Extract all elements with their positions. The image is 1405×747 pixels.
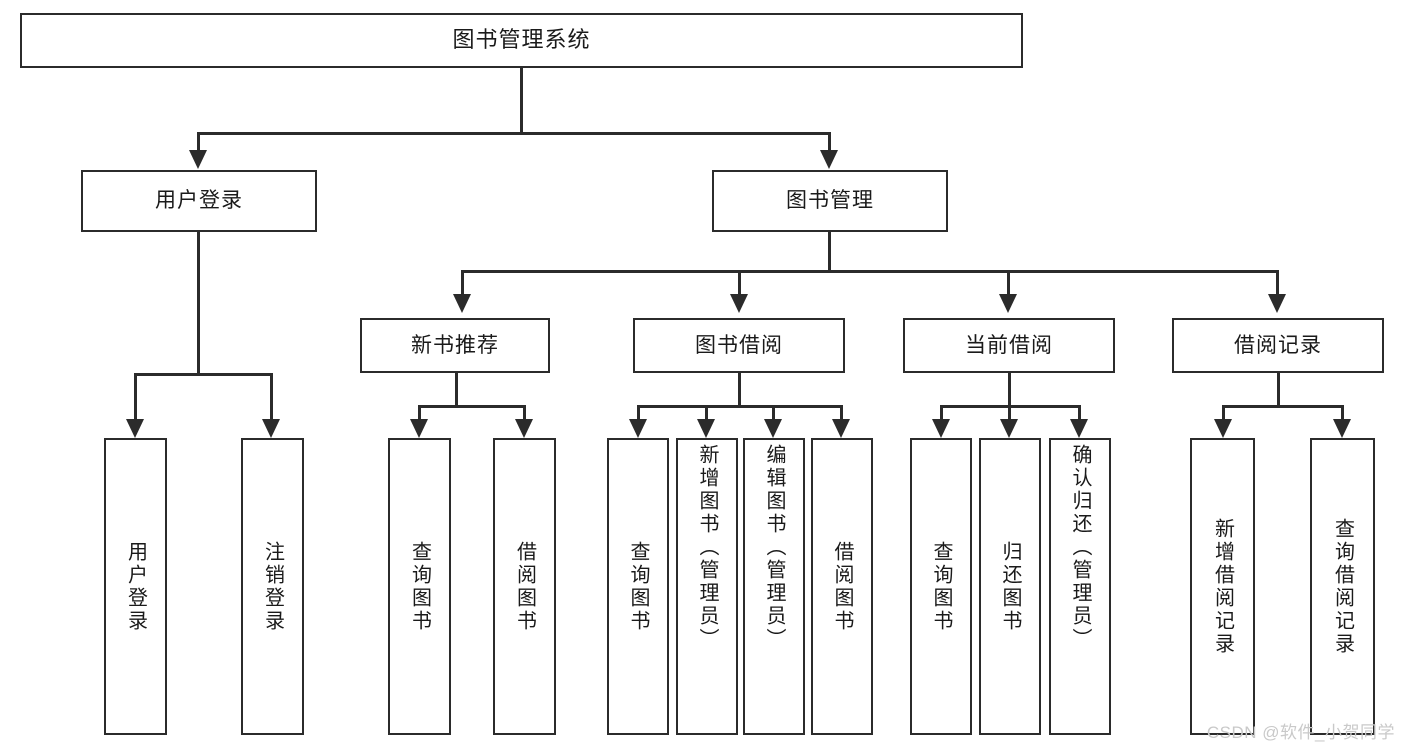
edge-bookmgmt-bar <box>461 270 1279 273</box>
arrow-down-icon <box>126 419 144 438</box>
edge-newbook-bar <box>418 405 526 408</box>
edge-records-bar <box>1222 405 1344 408</box>
node-book-borrow[interactable]: 图书借阅 <box>633 318 845 373</box>
leaf-query-book-current[interactable]: 查询图书 <box>910 438 972 735</box>
node-user-login[interactable]: 用户登录 <box>81 170 317 232</box>
edge-borrow-to-leaf7 <box>772 405 775 421</box>
edge-borrow-bar <box>637 405 842 408</box>
arrow-down-icon <box>1070 419 1088 438</box>
edge-newbook-to-leaf4 <box>523 405 526 421</box>
edge-bookmgmt-to-current <box>1007 270 1010 296</box>
arrow-down-icon <box>515 419 533 438</box>
edge-current-to-leaf9 <box>940 405 943 421</box>
arrow-down-icon <box>1000 419 1018 438</box>
edge-login-to-leaf1 <box>134 373 137 421</box>
edge-login-stem <box>197 232 200 373</box>
edge-current-to-leaf11 <box>1078 405 1081 421</box>
leaf-confirm-return-admin[interactable]: 确认归还（管理员） <box>1049 438 1111 735</box>
node-new-book-recommend[interactable]: 新书推荐 <box>360 318 550 373</box>
edge-records-to-leaf13 <box>1341 405 1344 421</box>
leaf-return-book[interactable]: 归还图书 <box>979 438 1041 735</box>
arrow-down-icon <box>697 419 715 438</box>
edge-login-to-leaf2 <box>270 373 273 421</box>
leaf-add-book-admin[interactable]: 新增图书（管理员） <box>676 438 738 735</box>
edge-login-bar <box>134 373 273 376</box>
arrow-down-icon <box>764 419 782 438</box>
leaf-borrow-book-recommend[interactable]: 借阅图书 <box>493 438 556 735</box>
edge-root-to-bookmgmt <box>828 132 831 152</box>
arrow-down-icon <box>1268 294 1286 313</box>
edge-root-stem <box>520 68 523 132</box>
arrow-down-icon <box>820 150 838 169</box>
arrow-down-icon <box>410 419 428 438</box>
arrow-down-icon <box>1214 419 1232 438</box>
arrow-down-icon <box>262 419 280 438</box>
edge-records-stem <box>1277 373 1280 405</box>
edge-borrow-to-leaf8 <box>840 405 843 421</box>
edge-current-stem <box>1008 373 1011 405</box>
edge-current-to-leaf10 <box>1008 405 1011 421</box>
edge-newbook-stem <box>455 373 458 405</box>
edge-bookmgmt-stem <box>828 232 831 270</box>
edge-borrow-to-leaf6 <box>705 405 708 421</box>
edge-root-to-login <box>197 132 200 152</box>
edge-bookmgmt-to-borrow <box>738 270 741 296</box>
arrow-down-icon <box>832 419 850 438</box>
leaf-query-borrow-record[interactable]: 查询借阅记录 <box>1310 438 1375 735</box>
leaf-logout[interactable]: 注销登录 <box>241 438 304 735</box>
arrow-down-icon <box>1333 419 1351 438</box>
arrow-down-icon <box>189 150 207 169</box>
leaf-user-login[interactable]: 用户登录 <box>104 438 167 735</box>
edge-borrow-to-leaf5 <box>637 405 640 421</box>
leaf-query-book-borrow[interactable]: 查询图书 <box>607 438 669 735</box>
leaf-query-book-recommend[interactable]: 查询图书 <box>388 438 451 735</box>
edge-borrow-stem <box>738 373 741 405</box>
edge-bookmgmt-to-records <box>1276 270 1279 296</box>
arrow-down-icon <box>730 294 748 313</box>
leaf-add-borrow-record[interactable]: 新增借阅记录 <box>1190 438 1255 735</box>
leaf-edit-book-admin[interactable]: 编辑图书（管理员） <box>743 438 805 735</box>
arrow-down-icon <box>629 419 647 438</box>
edge-newbook-to-leaf3 <box>418 405 421 421</box>
leaf-borrow-book[interactable]: 借阅图书 <box>811 438 873 735</box>
edge-root-bar <box>197 132 828 135</box>
node-book-management[interactable]: 图书管理 <box>712 170 948 232</box>
arrow-down-icon <box>932 419 950 438</box>
arrow-down-icon <box>453 294 471 313</box>
node-borrow-records[interactable]: 借阅记录 <box>1172 318 1384 373</box>
edge-bookmgmt-to-newbook <box>461 270 464 296</box>
node-current-borrow[interactable]: 当前借阅 <box>903 318 1115 373</box>
edge-records-to-leaf12 <box>1222 405 1225 421</box>
arrow-down-icon <box>999 294 1017 313</box>
node-root-system[interactable]: 图书管理系统 <box>20 13 1023 68</box>
watermark-text: CSDN @软件_小贺同学 <box>1206 723 1395 742</box>
